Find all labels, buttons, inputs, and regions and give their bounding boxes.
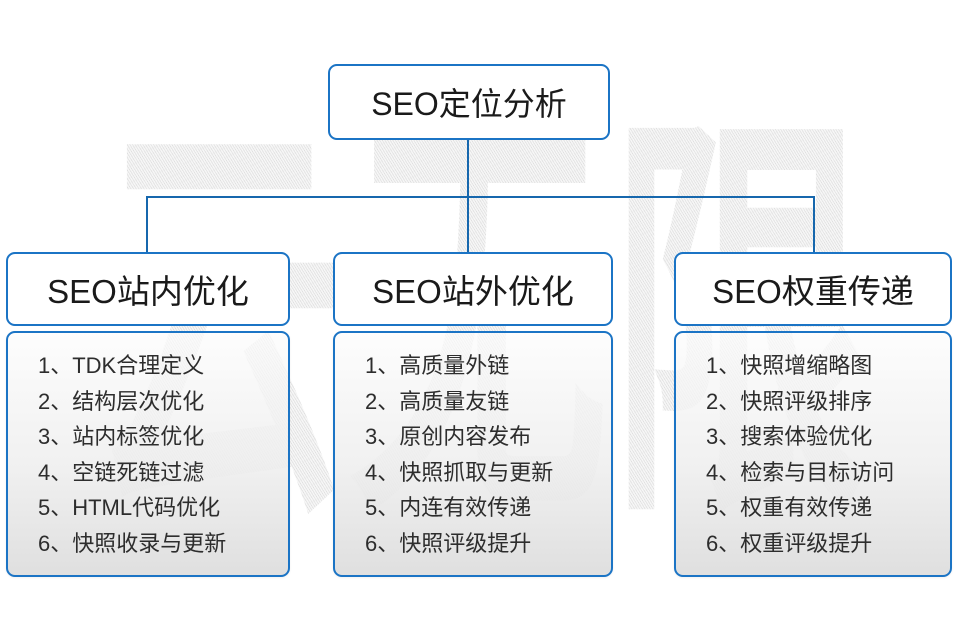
connector-right-drop bbox=[813, 197, 815, 253]
list-item: 4、快照抓取与更新 bbox=[365, 459, 554, 485]
column-weight: SEO权重传递 1、快照增缩略图 2、快照评级排序 3、搜索体验优化 4、检索与… bbox=[674, 252, 952, 577]
list-item: 4、空链死链过滤 bbox=[38, 459, 205, 485]
list-item: 5、HTML代码优化 bbox=[38, 495, 221, 520]
column-list-onsite: 1、TDK合理定义 2、结构层次优化 3、站内标签优化 4、空链死链过滤 5、H… bbox=[6, 331, 290, 577]
connector-horizontal bbox=[146, 196, 815, 198]
column-title: SEO权重传递 bbox=[712, 273, 914, 310]
list-item: 1、TDK合理定义 bbox=[38, 353, 205, 378]
connector-left-drop bbox=[146, 197, 148, 253]
root-node-label: SEO定位分析 bbox=[371, 86, 567, 122]
list-item: 4、检索与目标访问 bbox=[706, 459, 895, 485]
column-onsite: SEO站内优化 1、TDK合理定义 2、结构层次优化 3、站内标签优化 4、空链… bbox=[6, 252, 290, 577]
column-offsite: SEO站外优化 1、高质量外链 2、高质量友链 3、原创内容发布 4、快照抓取与… bbox=[333, 252, 613, 577]
list-item: 6、快照评级提升 bbox=[365, 530, 532, 556]
list-item: 2、快照评级排序 bbox=[706, 388, 873, 414]
list-item: 6、快照收录与更新 bbox=[38, 530, 227, 556]
column-header-offsite: SEO站外优化 bbox=[333, 252, 613, 326]
list-item: 2、高质量友链 bbox=[365, 388, 510, 414]
list-item: 5、权重有效传递 bbox=[706, 495, 873, 520]
column-list-offsite: 1、高质量外链 2、高质量友链 3、原创内容发布 4、快照抓取与更新 5、内连有… bbox=[333, 331, 613, 577]
column-title: SEO站内优化 bbox=[47, 273, 249, 310]
list-item: 6、权重评级提升 bbox=[706, 530, 873, 556]
column-header-weight: SEO权重传递 bbox=[674, 252, 952, 326]
list-item: 3、站内标签优化 bbox=[38, 424, 205, 449]
list-item: 2、结构层次优化 bbox=[38, 388, 205, 414]
list-item: 1、高质量外链 bbox=[365, 353, 510, 378]
connector-middle-drop bbox=[467, 197, 469, 253]
list-item: 1、快照增缩略图 bbox=[706, 353, 873, 378]
connector-root-drop bbox=[467, 140, 469, 198]
list-item: 3、搜索体验优化 bbox=[706, 424, 873, 449]
list-item: 5、内连有效传递 bbox=[365, 495, 532, 520]
column-list-weight: 1、快照增缩略图 2、快照评级排序 3、搜索体验优化 4、检索与目标访问 5、权… bbox=[674, 331, 952, 577]
root-node: SEO定位分析 bbox=[328, 64, 610, 140]
list-item: 3、原创内容发布 bbox=[365, 424, 532, 449]
column-header-onsite: SEO站内优化 bbox=[6, 252, 290, 326]
column-title: SEO站外优化 bbox=[372, 273, 574, 310]
